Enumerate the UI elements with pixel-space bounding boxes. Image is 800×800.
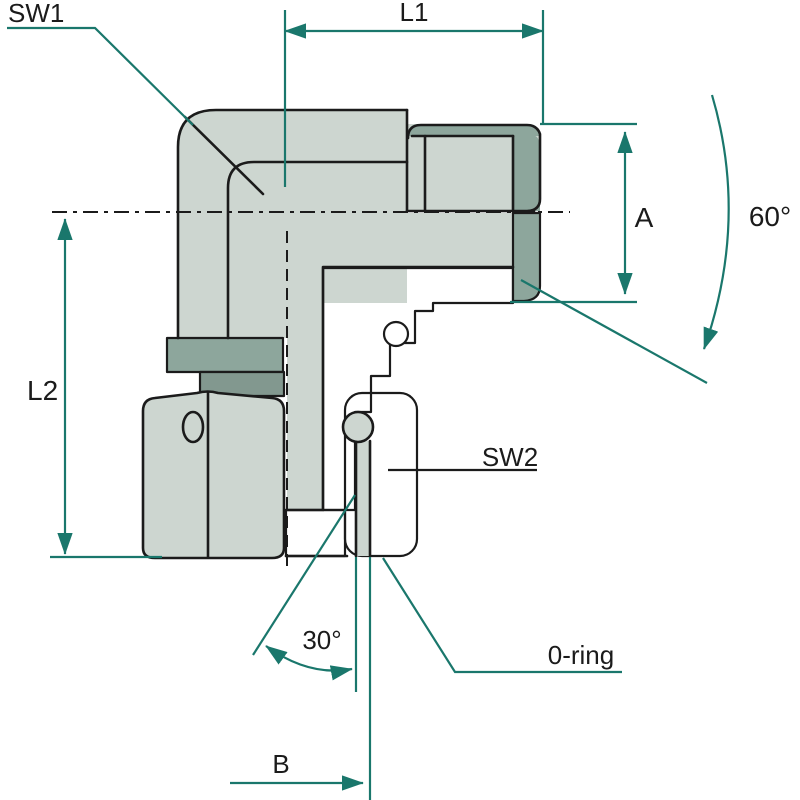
body-miter-edge: [183, 115, 265, 196]
label-a: A: [635, 202, 654, 233]
o-ring-section: [341, 410, 375, 444]
angle60-arc: [702, 94, 730, 350]
label-l1: L1: [400, 0, 429, 27]
label-l2: L2: [27, 375, 58, 406]
nut-washer-group: [141, 336, 286, 560]
male-thread-top-strip: [409, 124, 540, 136]
hex-nut: [141, 390, 286, 560]
label-sw1: SW1: [8, 0, 64, 28]
stud-shank: [356, 441, 370, 556]
label-sw2: SW2: [482, 442, 538, 472]
male-outline: [406, 123, 542, 213]
bore-edges: [284, 265, 515, 512]
label-angle60: 60°: [749, 201, 791, 232]
male-thread-face: [407, 124, 540, 211]
label-group: SW1 L1 A 60° L2 SW2 30° 0-ring B: [8, 0, 791, 779]
horizontal-bore-face: [287, 213, 513, 267]
oring-leader-line: [382, 557, 622, 674]
label-oring: 0-ring: [548, 640, 614, 670]
sw1-leader-line: [7, 26, 194, 126]
stud-base-section-hatch: [284, 508, 347, 558]
washer-upper: [165, 336, 285, 374]
body-inner-contour: [226, 160, 409, 340]
vertical-bore-face: [287, 213, 323, 510]
stud-shank-edges: [354, 439, 372, 558]
angle30-inclined-line: [252, 494, 356, 656]
locknut-section-hatch: [343, 391, 419, 558]
male-cone-band: [513, 134, 540, 211]
label-angle30: 30°: [302, 625, 341, 655]
dimension-group: [7, 10, 730, 800]
cone-angle-line: [520, 279, 708, 384]
thread-relief-notch: [382, 320, 410, 348]
label-b: B: [272, 749, 289, 779]
hex-nut-facet-oval: [181, 410, 205, 444]
angle30-arc: [265, 645, 353, 681]
